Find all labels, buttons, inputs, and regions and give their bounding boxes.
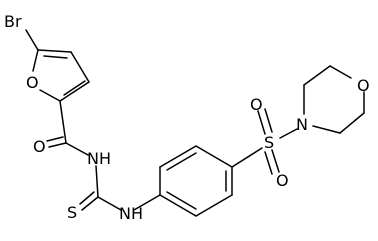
atom-o-furan: O	[26, 73, 39, 92]
bond-ph-s	[231, 147, 263, 168]
atom-h-amide: H	[99, 149, 111, 168]
bond-s-o-bottom	[264, 151, 273, 175]
atom-s-thio: S	[67, 203, 77, 222]
atom-br: Br	[4, 12, 22, 31]
bond-c2-c3-inner	[63, 80, 86, 96]
bond-c4-c5-inner	[43, 55, 68, 59]
atom-n-morpholine: N	[296, 115, 308, 134]
bond-ph-6-1-inner	[166, 191, 197, 210]
bond-c4-c5	[37, 49, 72, 53]
bond-morph-c2-o	[329, 65, 352, 79]
bond-cthio-s	[81, 196, 99, 211]
bond-c5-o1	[32, 49, 39, 72]
atom-n-amide: N	[87, 149, 99, 168]
bond-s-n	[279, 128, 298, 139]
bond-c3-c4	[70, 51, 90, 83]
bond-carbonyl-o	[48, 142, 67, 148]
bond-cthio-nh	[97, 196, 122, 211]
bond-cthio-s-second	[79, 191, 95, 205]
bond-ph-5-6	[195, 194, 233, 217]
bond-carbonyl-o-second	[46, 136, 64, 142]
bond-ph-2-3	[159, 145, 197, 168]
bond-ph-3-4	[195, 145, 233, 168]
bond-morph-c4-n	[312, 125, 341, 134]
bond-c2-c3	[59, 81, 90, 102]
bond-o1-c2	[39, 89, 61, 102]
bond-morph-c3-c4	[339, 112, 365, 134]
atom-o-sulfonyl-top: O	[250, 95, 263, 114]
bond-s-o-bottom-second	[271, 149, 280, 173]
atom-o-carbonyl: O	[33, 137, 46, 156]
atom-s-sulfonyl: S	[264, 133, 274, 152]
bond-ph-2-3-inner	[166, 152, 197, 171]
bond-ph-6-1	[159, 194, 197, 217]
atom-o-morpholine: O	[357, 76, 370, 95]
bond-s-o-top-second	[264, 108, 273, 133]
bond-c2-ccarbonyl	[59, 100, 67, 144]
bond-carbonyl-nh	[65, 142, 89, 156]
atom-h-thiourea: H	[131, 204, 143, 223]
bond-morph-c1-c2	[303, 65, 331, 86]
bond-s-o-top	[257, 110, 266, 135]
bond-nh-phenyl	[133, 194, 161, 211]
atom-labels: Br O O N H S N H S O O N O	[4, 12, 370, 223]
bond-br-c5	[25, 29, 39, 51]
bond-nh-cthio	[95, 165, 99, 198]
atom-n-thiourea: N	[119, 204, 131, 223]
bonds	[25, 29, 365, 217]
atom-o-sulfonyl-bottom: O	[276, 171, 289, 190]
